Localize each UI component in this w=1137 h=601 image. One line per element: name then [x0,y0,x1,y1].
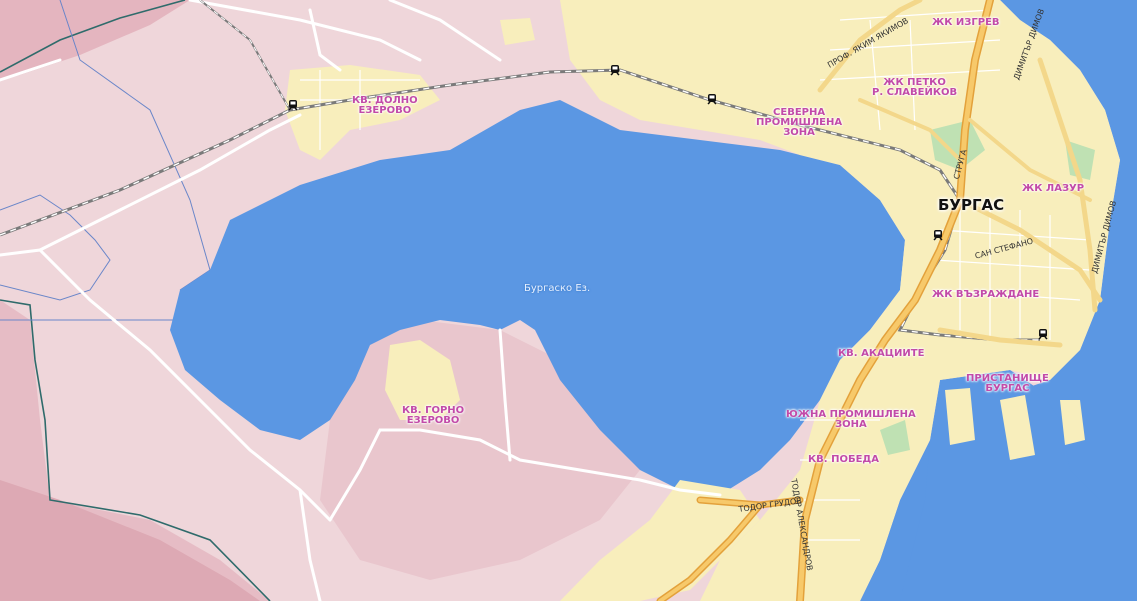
district-label[interactable]: ЖК ИЗГРЕВ [932,17,1000,28]
street-grid [300,9,1091,541]
pier [945,388,975,445]
minor-boundary [0,194,111,301]
district-label[interactable]: КВ. ПОБЕДА [808,454,880,465]
railway-station-icon[interactable] [705,92,719,106]
district-label[interactable]: ЖК ПЕТКО Р. СЛАВЕЙКОВ [872,77,958,98]
park-area [880,420,910,455]
urban-area [560,480,760,601]
district-label[interactable]: ЮЖНА ПРОМИШЛЕНА ЗОНА [786,409,916,430]
railway-station-icon[interactable] [608,63,622,77]
railway-station-icon[interactable] [931,228,945,242]
city-label[interactable]: БУРГАС [938,196,1005,214]
lake-label: Бургаско Ез. [524,283,591,294]
urban-area [285,65,440,160]
primary-roads [656,0,1103,601]
district-label[interactable]: ЖК ВЪЗРАЖДАНЕ [932,289,1040,300]
pier [1060,400,1085,445]
district-label[interactable]: ЖК ЛАЗУР [1022,183,1085,194]
admin-boundary [0,0,186,73]
district-label[interactable]: КВ. ДОЛНО ЕЗЕРОВО [352,95,418,116]
urban-area [500,18,535,45]
urban-area [385,340,460,420]
district-label[interactable]: СЕВЕРНА ПРОМИШЛЕНА ЗОНА [756,107,843,138]
terrain-shading [0,480,260,601]
district-label[interactable]: ПРИСТАНИЩЕ БУРГАС [966,373,1049,394]
railway-station-icon[interactable] [286,98,300,112]
district-label[interactable]: КВ. ГОРНО ЕЗЕРОВО [402,405,465,426]
admin-boundary [0,299,271,601]
terrain-shading [0,0,190,80]
district-label[interactable]: КВ. АКАЦИИТЕ [838,348,925,359]
secondary-roads [0,0,722,601]
railway-station-icon[interactable] [1036,327,1050,341]
lake-water [170,100,905,495]
pier [1000,395,1035,460]
park-area [930,120,985,170]
